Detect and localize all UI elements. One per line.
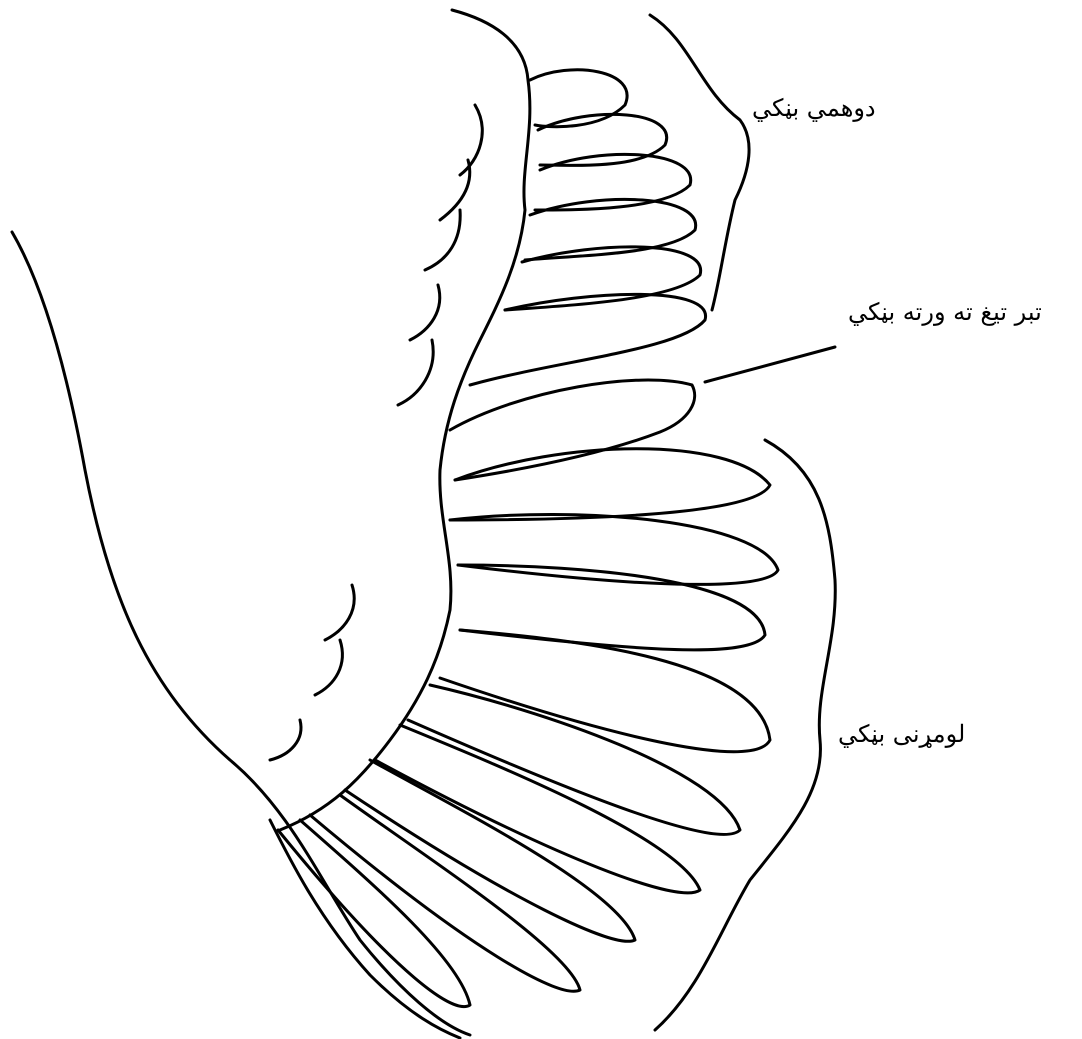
- primary-feather-6: [375, 725, 700, 893]
- primary-feather-5: [408, 685, 740, 834]
- primary-feathers-label: لومړنی بڼکي: [838, 722, 965, 746]
- covert-scallop-5: [398, 340, 433, 405]
- primary-feathers-bracket: [655, 440, 835, 1030]
- secondary-feather-5: [505, 247, 701, 310]
- covert-scallop-7: [315, 640, 342, 695]
- secondary-feathers-label: دوهمي بڼکي: [752, 96, 876, 120]
- primary-feather-3: [458, 565, 765, 650]
- wing-body-outline: [12, 232, 470, 1035]
- covert-feathers-edge: [280, 10, 530, 830]
- primary-feather-1: [450, 449, 770, 520]
- alula-feather: [450, 380, 695, 480]
- secondary-feather-6: [470, 294, 706, 385]
- covert-scallop-6: [325, 585, 354, 640]
- secondary-feather-2: [538, 114, 667, 165]
- covert-scallop-8: [270, 720, 301, 760]
- primary-feather-7: [345, 760, 635, 941]
- alula-feathers-label: تبر تيغ ته ورته بڼکي: [848, 300, 1042, 324]
- alula-pointer-line: [705, 347, 835, 382]
- covert-scallop-4: [410, 285, 440, 340]
- covert-scallop-1: [460, 105, 482, 175]
